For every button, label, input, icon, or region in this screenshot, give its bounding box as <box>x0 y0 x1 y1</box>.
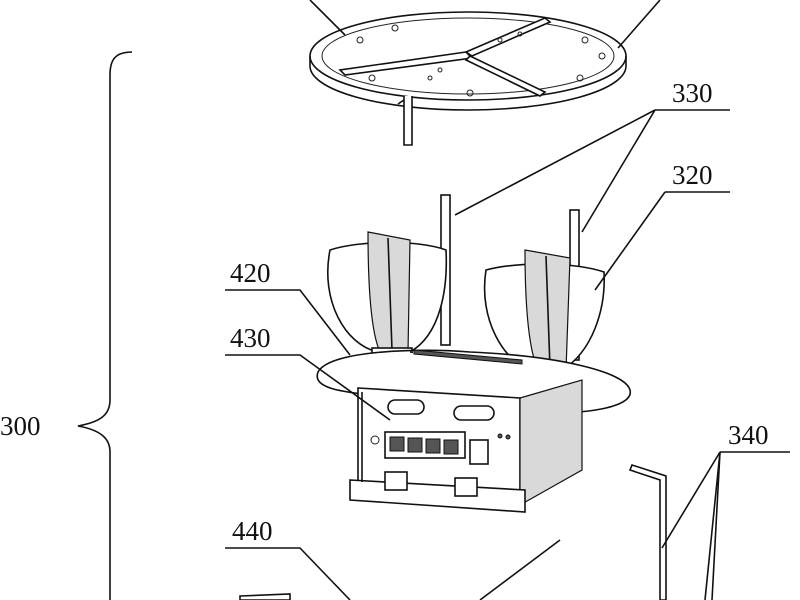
label-440: 440 <box>232 516 273 546</box>
leader-lines <box>225 0 790 600</box>
label-320: 320 <box>672 160 713 190</box>
label-420: 420 <box>230 258 271 288</box>
right-feed-horn <box>483 249 605 395</box>
bent-rod <box>628 464 667 600</box>
top-disc <box>309 11 627 146</box>
label-340: 340 <box>728 420 769 450</box>
assembly-brace <box>77 51 133 600</box>
label-330: 330 <box>672 78 713 108</box>
label-430: 430 <box>230 323 271 353</box>
bottom-part <box>239 593 291 600</box>
label-300: 300 <box>0 411 41 441</box>
electronics-box <box>349 379 583 513</box>
